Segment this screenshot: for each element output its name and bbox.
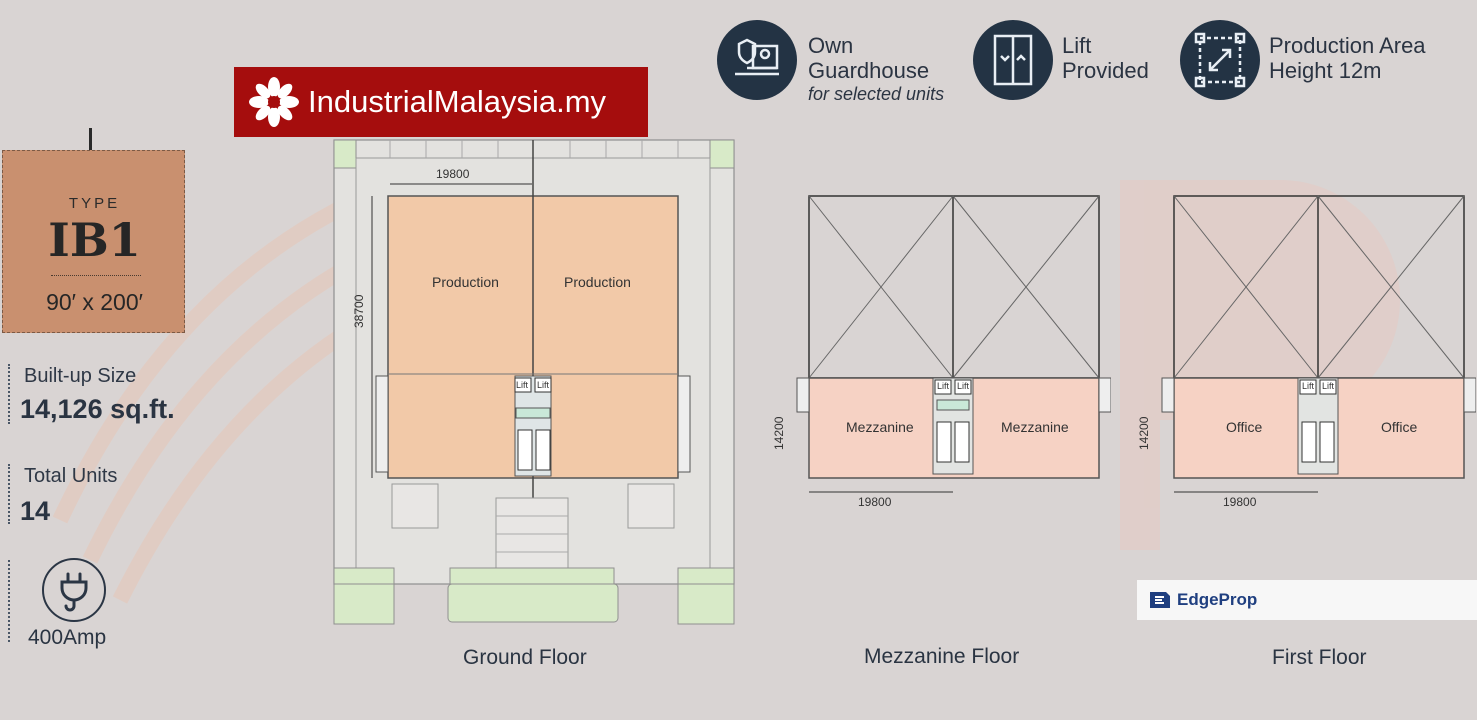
edgeprop-logo-icon bbox=[1150, 592, 1170, 608]
first-floor-plan bbox=[1161, 195, 1476, 493]
first-lift-1: Lift bbox=[1302, 381, 1315, 391]
stat-marker bbox=[8, 560, 10, 642]
unit-type-code: IB1 bbox=[48, 213, 141, 267]
first-room-1: Office bbox=[1226, 419, 1263, 435]
brand-name: IndustrialMalaysia.my bbox=[308, 84, 607, 119]
mezzanine-lift-1: Lift bbox=[937, 381, 950, 391]
total-units-value: 14 bbox=[20, 496, 51, 526]
ground-lift-1: Lift bbox=[516, 380, 529, 390]
guardhouse-icon bbox=[717, 20, 797, 100]
lift-icon bbox=[973, 20, 1053, 100]
brand-banner: IndustrialMalaysia.my bbox=[234, 67, 648, 137]
built-up-size-label: Built-up Size bbox=[24, 365, 137, 387]
edgeprop-badge: EdgeProp bbox=[1137, 580, 1477, 620]
first-floor-caption: First Floor bbox=[1272, 646, 1367, 669]
ground-floor-plan bbox=[333, 139, 735, 625]
plug-icon bbox=[42, 558, 106, 622]
lift-title-1: Lift bbox=[1062, 33, 1092, 58]
height-title-2: Height 12m bbox=[1269, 58, 1382, 83]
mezzanine-room-1: Mezzanine bbox=[846, 419, 914, 435]
unit-type-card: TYPE IB1 90′ x 200′ bbox=[2, 150, 185, 333]
mezzanine-floor-caption: Mezzanine Floor bbox=[864, 645, 1020, 668]
mezzanine-width-dim: 19800 bbox=[858, 495, 892, 509]
height-icon bbox=[1180, 20, 1260, 100]
edgeprop-name: EdgeProp bbox=[1177, 590, 1258, 609]
total-units-label: Total Units bbox=[24, 465, 118, 487]
guardhouse-title-1: Own bbox=[808, 33, 854, 58]
mezzanine-lift-2: Lift bbox=[957, 381, 970, 391]
ground-width-dim: 19800 bbox=[436, 167, 470, 181]
lift-title-2: Provided bbox=[1062, 58, 1149, 83]
guardhouse-title-2: Guardhouse bbox=[808, 58, 930, 83]
ground-floor-caption: Ground Floor bbox=[463, 646, 587, 669]
mezzanine-floor-plan bbox=[796, 195, 1111, 493]
flower-logo-icon bbox=[249, 77, 299, 127]
unit-dimensions: 90′ x 200′ bbox=[46, 289, 143, 315]
first-lift-2: Lift bbox=[1322, 381, 1335, 391]
stat-marker bbox=[8, 464, 10, 524]
unit-type-label: TYPE bbox=[68, 195, 121, 212]
ground-room-1: Production bbox=[432, 274, 499, 290]
ground-room-2: Production bbox=[564, 274, 631, 290]
stat-marker bbox=[8, 364, 10, 424]
height-title-1: Production Area bbox=[1269, 33, 1426, 58]
power-rating: 400Amp bbox=[28, 626, 107, 649]
ground-lift-2: Lift bbox=[537, 380, 550, 390]
built-up-size-value: 14,126 sq.ft. bbox=[20, 394, 175, 424]
divider bbox=[51, 275, 141, 276]
mezzanine-depth-dim: 14200 bbox=[772, 416, 786, 450]
ground-depth-dim: 38700 bbox=[352, 294, 366, 328]
first-depth-dim: 14200 bbox=[1137, 416, 1151, 450]
first-width-dim: 19800 bbox=[1223, 495, 1257, 509]
mezzanine-room-2: Mezzanine bbox=[1001, 419, 1069, 435]
first-room-2: Office bbox=[1381, 419, 1418, 435]
guardhouse-subtitle: for selected units bbox=[808, 84, 945, 104]
